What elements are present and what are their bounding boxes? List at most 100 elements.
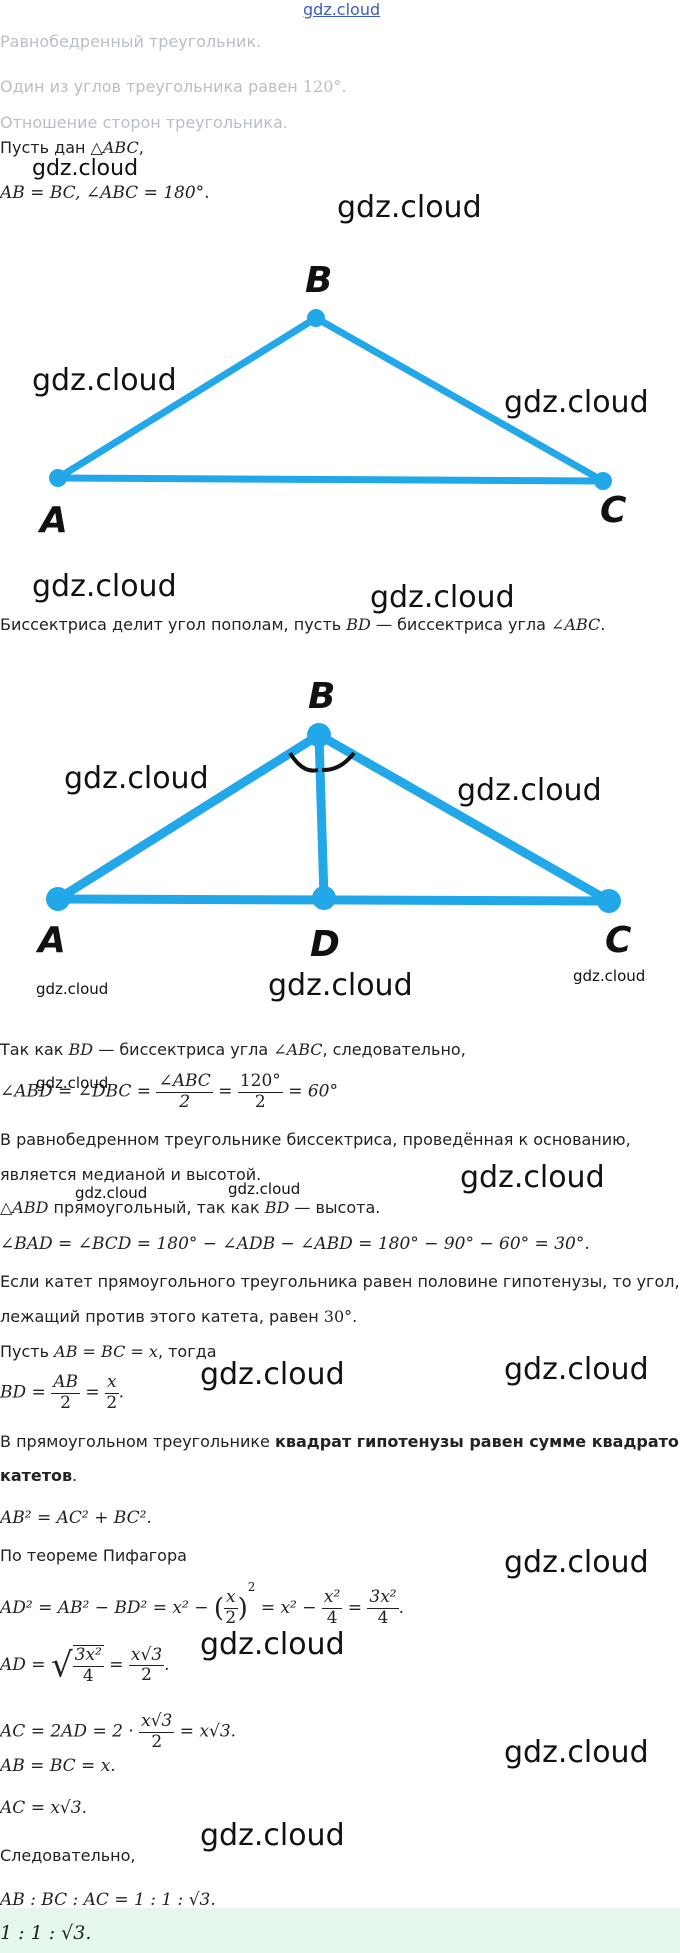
angle-arc-left [288, 751, 319, 773]
frac-num: AB [51, 1372, 80, 1394]
watermark: gdz.cloud [32, 156, 139, 181]
leg-line-1: Если катет прямоугольного треугольника р… [0, 1272, 680, 1291]
iso-line-1: В равнобедренном треугольнике биссектрис… [0, 1130, 631, 1149]
angle-sum-equation: ∠BAD = ∠BCD = 180° − ∠ADB − ∠ABD = 180° … [0, 1234, 590, 1254]
angle-arc-right [321, 751, 356, 773]
since-prefix: Так как [0, 1040, 69, 1059]
frac-den: 2 [106, 1392, 118, 1413]
watermark: gdz.cloud [460, 1160, 605, 1195]
label-c: C [600, 490, 627, 531]
iso-line-2: является медианой и высотой. [0, 1165, 262, 1184]
since-end: , следовательно, [322, 1040, 466, 1059]
ac-final-equation: AC = x√3. [0, 1798, 87, 1818]
bd-left: BD = [0, 1382, 46, 1403]
leg-line-2-prefix: лежащий против этого катета, равен [0, 1307, 324, 1326]
given-equation: AB = BC, ∠ABC = 180°. [0, 183, 210, 203]
watermark: gdz.cloud [36, 1074, 109, 1092]
pyth-line-2: катетов. [0, 1466, 77, 1485]
bisector-angle: ∠ABC [550, 615, 601, 634]
vertex-c [597, 889, 621, 913]
task-title: Равнобедренный треугольник. [0, 32, 262, 51]
frac-den: 4 [326, 1608, 338, 1628]
right-triangle: △ABD [0, 1198, 49, 1217]
site-logo[interactable]: gdz.cloud [303, 0, 381, 19]
vertex-b [307, 723, 331, 747]
frac-den: 2 [151, 1731, 163, 1752]
frac-num: x [224, 1587, 238, 1609]
vertex-b [307, 309, 325, 327]
ad2-paren-close: ) [237, 1593, 248, 1624]
side-bc [312, 314, 607, 485]
bd-end: . [118, 1382, 125, 1403]
pyth-end: . [72, 1466, 78, 1485]
let-line: Пусть AB = BC = x, тогда [0, 1342, 217, 1361]
bisector-bd: BD [346, 615, 371, 634]
watermark: gdz.cloud [32, 569, 177, 604]
ratio-equation: AB : BC : AC = 1 : 1 : √3. [0, 1890, 216, 1910]
label-c: C [605, 920, 632, 961]
pyth-bold-1: квадрат гипотенузы равен сумме квадратов [274, 1432, 680, 1451]
watermark: gdz.cloud [75, 1184, 148, 1202]
ad-end: . [164, 1655, 170, 1676]
pyth-prefix: В прямоугольном треугольнике [0, 1432, 275, 1451]
watermark: gdz.cloud [32, 363, 177, 398]
frac-den: 4 [82, 1665, 94, 1686]
watermark: gdz.cloud [337, 190, 482, 225]
watermark: gdz.cloud [36, 980, 109, 998]
watermark: gdz.cloud [228, 1180, 301, 1198]
since-mid: — биссектриса угла [93, 1040, 274, 1059]
side-bc [314, 730, 614, 906]
leg-line-2: лежащий против этого катета, равен 30°. [0, 1307, 357, 1326]
bisector-text: Биссектриса делит угол пополам, пусть [0, 615, 347, 634]
given-suffix: , [138, 138, 144, 157]
vertex-d [312, 886, 336, 910]
watermark: gdz.cloud [64, 761, 209, 796]
frac-num: x [105, 1372, 119, 1394]
ad2-mid: = x² − [260, 1598, 317, 1618]
frac-num: x√3 [139, 1711, 175, 1733]
watermark: gdz.cloud [504, 1545, 649, 1580]
leg-angle: 30° [323, 1307, 353, 1326]
task-condition-suffix: . [341, 77, 347, 96]
bisector-end: . [600, 615, 606, 634]
frac-den: 4 [377, 1608, 389, 1628]
let-eq: AB = BC = x [54, 1342, 158, 1361]
sqrt-sign: √ [50, 1645, 73, 1686]
answer-bar [0, 1908, 680, 1953]
ab-bc-equation: AB = BC = x. [0, 1756, 116, 1776]
ad2-left: AD² = AB² − BD² = x² − [0, 1598, 209, 1618]
frac-den: 2 [254, 1091, 266, 1112]
vertex-a [49, 469, 67, 487]
bisector-mid: — биссектриса угла [370, 615, 551, 634]
vertex-c [594, 472, 612, 490]
frac-num: x² [321, 1587, 343, 1609]
label-b: B [308, 676, 335, 717]
label-b: B [305, 260, 332, 301]
fraction-120-half: 120°2 [237, 1071, 283, 1112]
ac-left: AC = 2AD = 2 · [0, 1721, 134, 1742]
frac-den: 2 [225, 1608, 237, 1628]
ad2-paren: ( [213, 1593, 225, 1624]
figure-triangle-bisector: A B C D [35, 676, 632, 965]
right-triangle-line: △ABD прямоугольный, так как BD — высота. [0, 1198, 380, 1217]
frac-den: 2 [141, 1665, 152, 1686]
task-condition-prefix: Один из углов треугольника равен [0, 77, 303, 96]
watermark: gdz.cloud [370, 580, 515, 615]
given-prefix: Пусть дан [0, 138, 91, 157]
pyth-line-1: В прямоугольном треугольнике квадрат гип… [0, 1432, 680, 1451]
task-question: Отношение сторон треугольника. [0, 113, 288, 132]
since-angle: ∠ABC [273, 1040, 323, 1059]
watermark: gdz.cloud [200, 1627, 345, 1662]
ad2-end: . [398, 1598, 405, 1618]
ac-right: = x√3. [179, 1721, 237, 1742]
angle-eq-right: = 60° [288, 1081, 338, 1102]
frac-den: 2 [60, 1392, 71, 1413]
